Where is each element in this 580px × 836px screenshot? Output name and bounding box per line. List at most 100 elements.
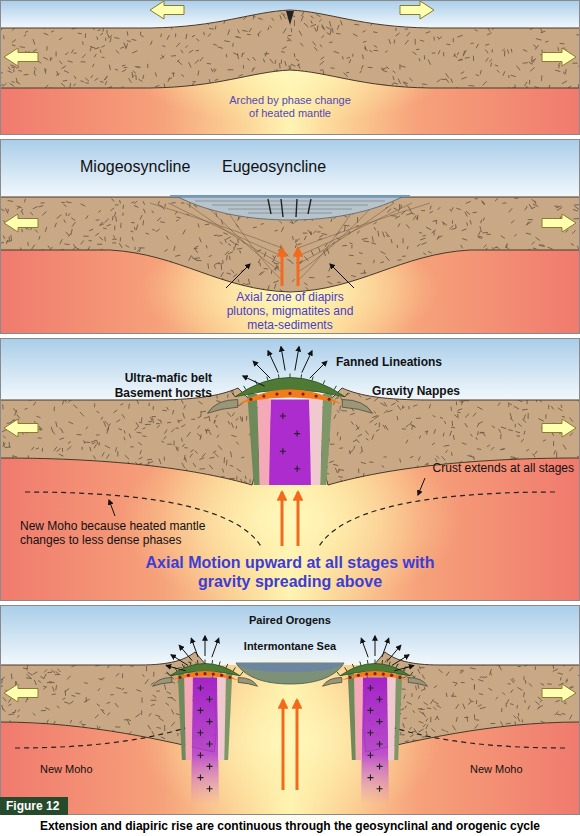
gravity-nappe — [153, 678, 172, 687]
leader-arrow — [330, 264, 354, 288]
leader-arrow — [166, 666, 185, 671]
leader-arrow — [109, 500, 115, 516]
ultramafic-body — [220, 674, 223, 677]
moho-line — [318, 492, 555, 548]
dome-spikes — [337, 660, 413, 676]
metasediment-band — [224, 672, 232, 760]
figure-number: Figure 12 — [6, 799, 59, 813]
crust-hatching — [0, 8, 580, 94]
extension-arrow — [4, 48, 38, 66]
feature-label: Ultra-mafic belt — [125, 371, 212, 385]
ultramafic-body — [348, 676, 351, 679]
ultramafic-body — [315, 394, 318, 397]
crust-outline — [0, 388, 261, 485]
extension-arrow — [4, 684, 38, 702]
extension-arrow — [150, 1, 184, 19]
crust-hatching — [0, 650, 580, 758]
crust-hatching — [0, 198, 580, 299]
stage-geosyncline — [0, 139, 580, 350]
crust-texture — [0, 650, 580, 758]
process-note: Arched by phase change of heated mantle — [225, 94, 355, 120]
leader-arrow — [361, 638, 368, 657]
graben-faults — [268, 199, 311, 217]
feature-label: Gravity Nappes — [372, 384, 460, 398]
leader-arrow — [268, 351, 278, 373]
feature-label: Intermontane Sea — [244, 640, 336, 653]
leader-arrow — [179, 645, 192, 660]
leader-arrow — [243, 376, 265, 386]
pluton-root — [361, 678, 389, 806]
sky-band — [0, 139, 580, 197]
pluton-root — [268, 400, 312, 486]
crust-outline — [0, 10, 580, 88]
sediment-layers — [195, 201, 385, 213]
leader-arrow — [171, 655, 188, 666]
leader-arrow — [253, 361, 270, 378]
leader-arrow — [418, 478, 425, 495]
stage-label: Miogeosyncline — [80, 157, 190, 176]
metasediment-band — [178, 672, 186, 760]
process-note: New Moho because heated mantle changes t… — [20, 519, 220, 547]
ultramafic-body — [262, 394, 265, 397]
metasediment-band — [348, 672, 356, 760]
crust-outline — [0, 197, 580, 292]
ultramafic-belt — [172, 671, 239, 680]
dome-spikes — [232, 374, 348, 397]
process-note: Crust extends at all stages — [433, 461, 574, 475]
panel-frame — [1, 140, 580, 334]
ultramafic-body — [373, 672, 376, 675]
crust-texture — [0, 8, 580, 94]
leader-arrow — [392, 655, 409, 666]
pluton-root — [191, 678, 219, 806]
stage-label: Eugeosyncline — [222, 157, 326, 176]
upwelling-arrow — [296, 700, 299, 790]
metasediment-band — [394, 672, 402, 760]
ultramafic-body — [203, 672, 206, 675]
ultramafic-body — [398, 676, 401, 679]
leader-arrow — [212, 638, 219, 657]
gravity-nappe — [342, 400, 372, 414]
ultramafic-body — [301, 393, 304, 396]
moho-line — [15, 728, 185, 748]
upwelling-arrow — [297, 248, 300, 286]
figure-tag: Figure 12 — [0, 797, 68, 815]
leader-arrow — [382, 638, 389, 657]
feature-label: Fanned Lineations — [336, 355, 442, 369]
sky-band — [0, 0, 580, 28]
ultramafic-body — [357, 674, 360, 677]
upwelling-arrow — [281, 248, 284, 286]
leader-arrow — [394, 666, 413, 671]
intermontane-water — [236, 663, 344, 672]
ultramafic-body — [228, 676, 231, 679]
panel-frame — [1, 339, 580, 601]
extension-arrow — [542, 684, 576, 702]
metasediment-band — [320, 391, 333, 485]
extension-arrow — [542, 48, 576, 66]
sea-surface — [170, 195, 410, 197]
crust-texture — [1, 386, 580, 491]
crust-hatching — [1, 386, 580, 491]
ultramafic-body — [288, 392, 291, 395]
heat-glow — [140, 650, 440, 830]
leader-arrow — [191, 638, 198, 657]
rift-crack — [286, 11, 294, 25]
ultramafic-belt — [342, 671, 409, 680]
stage-paired-orogens — [0, 605, 580, 830]
ultramafic-body — [178, 676, 181, 679]
gravity-nappe — [323, 678, 342, 687]
moho-line — [395, 728, 565, 748]
gravity-nappe — [208, 400, 238, 414]
extension-arrow — [542, 214, 576, 232]
process-heading: Axial Motion upward at all stages with g… — [140, 553, 440, 591]
ultramafic-body — [365, 672, 368, 675]
stage-orogen — [0, 338, 580, 610]
feature-label: Paired Orogens — [249, 614, 331, 627]
granite-symbols — [280, 413, 300, 472]
leader-arrow — [388, 645, 401, 660]
leader-arrow — [205, 636, 206, 656]
extension-arrow — [542, 419, 576, 437]
extension-arrow — [4, 214, 38, 232]
